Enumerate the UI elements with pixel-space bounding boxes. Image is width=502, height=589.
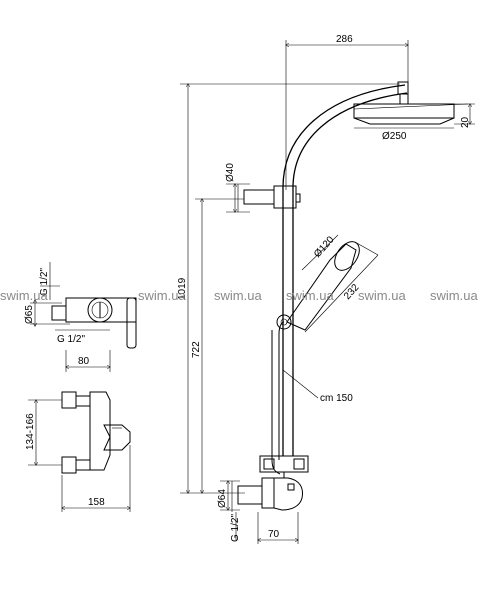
dim-mixer-thread: G 1/2" xyxy=(230,514,241,542)
dim-width: 80 xyxy=(78,356,90,367)
watermark-3: swim.ua xyxy=(214,288,262,303)
watermark-1: swim.ua xyxy=(0,288,48,303)
watermark-4: swim.ua xyxy=(286,288,334,303)
dim-mixer-diameter: Ø64 xyxy=(217,489,228,508)
dim-mixer-projection: 70 xyxy=(268,529,280,540)
dim-head-height: 20 xyxy=(460,116,471,128)
dim-centers: 134-166 xyxy=(25,413,36,450)
dim-thread-vertical: G 1/2" xyxy=(39,268,50,296)
dim-thread-horizontal: G 1/2" xyxy=(57,334,85,345)
dim-hose-length: cm 150 xyxy=(320,393,353,404)
dim-total-height: 1019 xyxy=(177,277,188,300)
dim-arm-reach: 286 xyxy=(336,34,353,45)
watermark-6: swim.ua xyxy=(430,288,478,303)
dim-width-bottom: 158 xyxy=(88,497,105,508)
watermark-row: swim.ua swim.ua swim.ua swim.ua swim.ua … xyxy=(0,288,478,303)
dim-rail-clamp-diameter: Ø40 xyxy=(225,163,236,182)
dim-diameter: Ø65 xyxy=(24,305,35,324)
mixer-front-view: G 1/2" Ø65 G 1/2" 80 xyxy=(24,262,137,372)
mixer-plan-view: 134-166 158 xyxy=(25,391,130,512)
watermark-2: swim.ua xyxy=(138,288,186,303)
dim-rail-height: 722 xyxy=(191,341,202,358)
watermark-5: swim.ua xyxy=(358,288,406,303)
dim-head-diameter: Ø250 xyxy=(382,131,407,142)
